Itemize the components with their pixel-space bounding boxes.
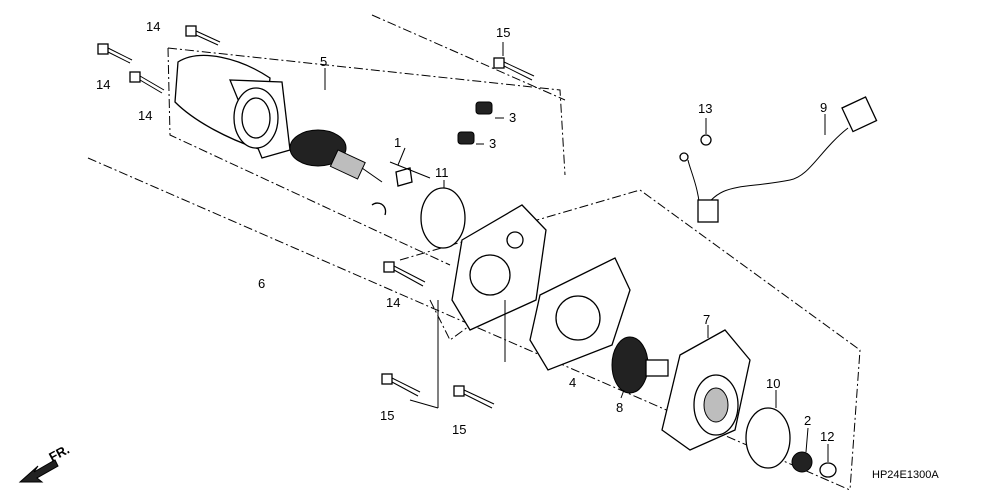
bolt-15-right: [453, 385, 495, 409]
callout-10: 10: [766, 376, 780, 391]
diagram-code: HP24E1300A: [872, 469, 939, 481]
callout-5: 5: [320, 54, 327, 69]
callout-7: 7: [703, 312, 710, 327]
gear-8: [611, 336, 669, 394]
cover-7: [661, 329, 751, 451]
spring-lower: [457, 131, 475, 145]
bolt-14-left: [97, 43, 133, 64]
callout-1: 1: [394, 135, 401, 150]
callout-14-top: 14: [146, 19, 160, 34]
callout-14-lower: 14: [386, 295, 400, 310]
front-mark: FR.: [46, 442, 72, 465]
callout-11: 11: [435, 165, 449, 180]
cable-harness: [679, 96, 878, 223]
bolt-15-left: [381, 373, 421, 397]
front-arrow-icon: FR.: [18, 442, 72, 483]
motor-case: [174, 54, 291, 159]
callouts: 1 2 3 3 4 5 6 7 8 9 10 11 12 13 14 14 14…: [96, 19, 834, 444]
callout-4: 4: [569, 375, 576, 390]
callout-13: 13: [698, 101, 712, 116]
callout-15-top: 15: [496, 25, 510, 40]
o-ring-11: [420, 187, 466, 249]
bolt-14-mid: [129, 71, 165, 94]
spring-top: [475, 101, 493, 115]
callout-15-right: 15: [452, 422, 466, 437]
leader-lines: [324, 42, 829, 462]
gasket-4: [529, 257, 631, 371]
callout-3-top: 3: [509, 110, 516, 125]
o-ring-10: [745, 407, 791, 469]
bolt-14-top: [185, 25, 221, 46]
callout-14-left: 14: [96, 77, 110, 92]
callout-3-lower: 3: [489, 136, 496, 151]
callout-2: 2: [804, 413, 811, 428]
callout-14-mid: 14: [138, 108, 152, 123]
callout-8: 8: [616, 400, 623, 415]
callout-9: 9: [820, 100, 827, 115]
bolt-14-lower: [383, 261, 426, 287]
bolt-15-top: [493, 57, 535, 81]
brush-holder-plate: [451, 204, 547, 331]
washer-12: [819, 462, 837, 478]
callout-6: 6: [258, 276, 265, 291]
callout-12: 12: [820, 429, 834, 444]
gear-2: [791, 451, 813, 473]
callout-15-left: 15: [380, 408, 394, 423]
assembly-outline-5: [167, 14, 566, 266]
brush-set: [371, 161, 431, 216]
armature: [289, 129, 383, 183]
